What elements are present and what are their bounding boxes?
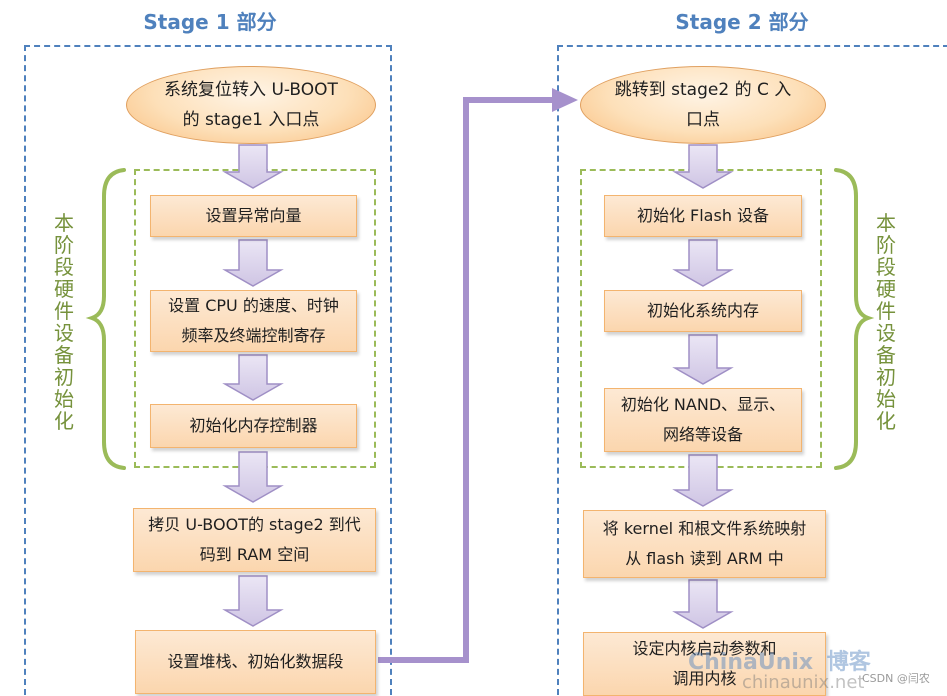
stage2-step-map-kernel: 将 kernel 和根文件系统映射 从 flash 读到 ARM 中	[583, 510, 826, 578]
chinaunix-logo: ChinaUnix 博客	[688, 644, 871, 676]
stage1-start-oval: 系统复位转入 U-BOOT 的 stage1 入口点	[126, 66, 376, 144]
stage2-side-label: 本阶段硬件设备初始化	[876, 211, 896, 433]
stage2-start-oval: 跳转到 stage2 的 C 入 口点	[580, 66, 826, 144]
stage2-step-nand-display-net: 初始化 NAND、显示、 网络等设备	[604, 388, 802, 452]
stage1-arrow-5	[222, 575, 284, 627]
chinaunix-blog-text: 博客	[826, 650, 871, 675]
stage1-arrow-3	[222, 354, 284, 401]
stage1-container	[24, 45, 392, 695]
stage-connector-line	[378, 97, 558, 663]
stage2-brace	[834, 168, 875, 470]
stage1-arrow-2	[222, 239, 284, 287]
csdn-watermark: CSDN @闫农	[862, 672, 930, 685]
stage2-title: Stage 2 部分	[675, 10, 809, 34]
stage2-step-system-memory: 初始化系统内存	[604, 290, 802, 332]
chinaunix-logo-text: ChinaUnix	[688, 650, 814, 675]
stage-connector-arrowhead	[552, 88, 578, 112]
stage2-arrow-1	[672, 144, 734, 189]
stage2-step-flash: 初始化 Flash 设备	[604, 195, 802, 237]
stage1-step-memory-controller: 初始化内存控制器	[150, 404, 357, 448]
stage1-title: Stage 1 部分	[143, 10, 277, 34]
stage2-arrow-3	[672, 334, 734, 385]
stage2-arrow-5	[672, 579, 734, 629]
stage1-side-label: 本阶段硬件设备初始化	[54, 211, 74, 433]
stage1-arrow-1	[222, 144, 284, 189]
stage2-arrow-4	[672, 454, 734, 507]
stage1-step-copy-stage2: 拷贝 U-BOOT的 stage2 到代 码到 RAM 空间	[133, 508, 376, 572]
stage2-container	[557, 45, 947, 695]
stage1-step-cpu-clock: 设置 CPU 的速度、时钟 频率及终端控制寄存	[150, 290, 357, 352]
stage1-step-stack-data: 设置堆栈、初始化数据段	[135, 630, 376, 694]
stage1-arrow-4	[222, 451, 284, 503]
stage2-arrow-2	[672, 239, 734, 287]
stage1-brace	[85, 168, 126, 470]
chinaunix-url: chinaunix.net	[742, 672, 865, 693]
stage1-step-exception-vectors: 设置异常向量	[150, 195, 357, 237]
